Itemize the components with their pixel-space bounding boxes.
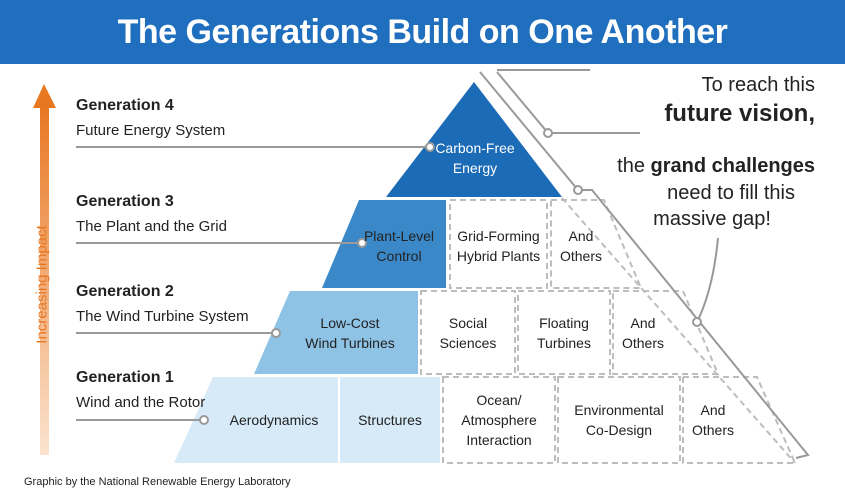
apex-outline — [479, 71, 579, 191]
grid-forming-label: Grid-Forming Hybrid Plants — [450, 224, 547, 268]
label-line: Others — [691, 422, 734, 438]
gen3-title: Generation 3 — [76, 193, 174, 210]
gen4-subtitle: Future Energy System — [76, 122, 226, 139]
block-g3-others — [550, 199, 643, 289]
plant-level-control-label: Plant-Level Control — [352, 224, 446, 268]
label-line: Floating — [539, 315, 589, 331]
label-line: Low-Cost — [320, 315, 380, 331]
label-line: Turbines — [537, 335, 591, 351]
gen3-subtitle: The Plant and the Grid — [76, 218, 227, 235]
label-line: Control — [376, 248, 422, 264]
block-aerodynamics — [174, 377, 338, 463]
label-line: Environmental — [574, 402, 664, 418]
label-line: Wind Turbines — [305, 335, 395, 351]
label-line: Hybrid Plants — [456, 248, 541, 264]
block-g1-others — [682, 376, 797, 464]
callout-line1: To reach this — [701, 74, 815, 96]
label-line: Atmosphere — [461, 412, 537, 428]
pyramid-right-edge — [561, 197, 796, 464]
callout-line4: need to fill this — [667, 182, 795, 204]
label-line: Sciences — [439, 335, 497, 351]
block-grid-forming — [449, 199, 548, 289]
label-line: Carbon-Free — [435, 140, 515, 156]
floating-turbines-label: Floating Turbines — [518, 311, 610, 355]
credit-text: Graphic by the National Renewable Energy… — [24, 476, 291, 488]
label-line: Interaction — [466, 432, 532, 448]
gen2-title: Generation 2 — [76, 283, 174, 300]
callout-line2: future vision, — [664, 100, 815, 127]
block-plant-level-control — [322, 200, 446, 288]
label-line: And — [700, 402, 726, 418]
gen1-title: Generation 1 — [76, 369, 174, 386]
callout-line3-pre: the — [617, 155, 651, 177]
callout-leader-gap — [696, 237, 719, 323]
structures-label: Structures — [358, 412, 422, 428]
carbon-free-energy-label: Carbon-Free Energy — [420, 132, 530, 184]
gap-bracket-top — [496, 71, 549, 134]
label-line: Social — [448, 315, 488, 331]
label-line: Ocean/ — [476, 392, 522, 408]
title-banner: The Generations Build on One Another — [0, 0, 845, 64]
g3-others-label: And Others — [551, 224, 611, 268]
low-cost-turbines-label: Low-Cost Wind Turbines — [282, 311, 418, 355]
label-line: Energy — [452, 160, 498, 176]
block-carbon-free-energy — [386, 82, 562, 197]
gen1-subtitle: Wind and the Rotor — [76, 394, 206, 411]
block-ocean-atmosphere — [442, 376, 556, 464]
increasing-impact-label: Increasing Impact — [33, 225, 51, 344]
callout-line3-bold: grand challenges — [650, 155, 816, 177]
ocean-atmosphere-label: Ocean/ Atmosphere Interaction — [443, 388, 555, 452]
block-floating-turbines — [517, 290, 611, 375]
g1-others-label: And Others — [683, 398, 743, 442]
gen2-subtitle: The Wind Turbine System — [76, 308, 249, 325]
block-social-sciences — [420, 290, 516, 375]
label-line: Plant-Level — [363, 228, 435, 244]
callout-line5: massive gap! — [653, 208, 771, 230]
impact-arrow-shaft — [40, 105, 49, 455]
label-line: And — [568, 228, 594, 244]
label-line: Co-Design — [585, 422, 653, 438]
label-line: Grid-Forming — [457, 228, 540, 244]
page-title: The Generations Build on One Another — [117, 12, 728, 51]
gen4-title: Generation 4 — [76, 97, 174, 114]
impact-arrow-head — [33, 84, 56, 108]
block-low-cost-turbines — [254, 291, 418, 374]
label-line: And — [630, 315, 656, 331]
pyramid-diagram — [33, 69, 810, 464]
block-environmental — [557, 376, 681, 464]
social-sciences-label: Social Sciences — [421, 311, 515, 355]
label-line: Others — [621, 335, 664, 351]
aerodynamics-label: Aerodynamics — [229, 412, 319, 428]
g2-others-label: And Others — [613, 311, 673, 355]
callout-line3: the grand challenges — [617, 155, 815, 178]
environmental-label: Environmental Co-Design — [558, 398, 680, 442]
label-line: Others — [559, 248, 602, 264]
block-structures — [340, 377, 440, 463]
